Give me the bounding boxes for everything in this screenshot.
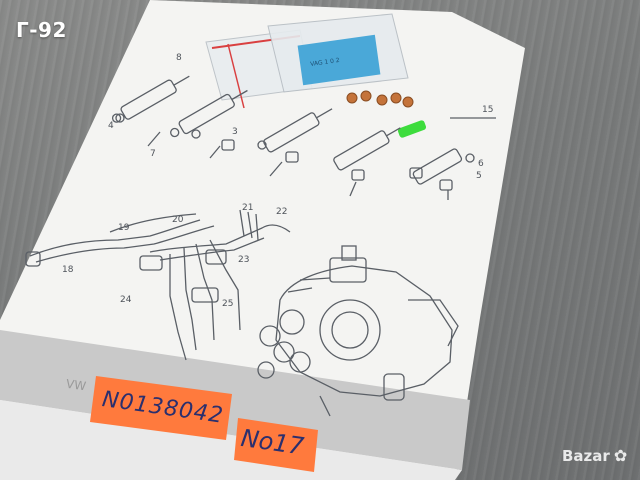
label-22: 22: [276, 207, 287, 217]
label-20: 20: [172, 215, 184, 225]
label-25: 25: [222, 299, 233, 309]
label-24: 24: [120, 295, 132, 305]
watermark-text: Bazar: [562, 446, 610, 465]
watermark: Bazar ✿: [562, 446, 627, 465]
green-clip: [397, 120, 427, 138]
label-6: 6: [478, 159, 484, 169]
leaf-icon: ✿: [613, 446, 628, 465]
sticker-number: [234, 418, 318, 472]
svg-text:VAG 1 0 2: VAG 1 0 2: [310, 57, 340, 68]
sticker-part-number: [90, 376, 232, 440]
label-19: 19: [118, 223, 130, 233]
diagram-labels: 19 20 21 22 18 23 24 25 4 5 6 7 8 3 15: [62, 53, 493, 309]
parts-bag: VAG 1 0 2: [205, 13, 414, 109]
label-3: 3: [232, 127, 238, 137]
label-4: 4: [108, 121, 114, 131]
label-15: 15: [482, 105, 493, 115]
label-7: 7: [150, 149, 156, 159]
injection-pump: [257, 245, 459, 417]
label-21: 21: [242, 203, 253, 213]
label-23: 23: [238, 255, 249, 265]
paper-gray-band: [0, 330, 470, 470]
label-18: 18: [62, 265, 74, 275]
label-8: 8: [176, 53, 182, 63]
label-5: 5: [476, 171, 482, 181]
vw-mark: VW: [65, 376, 87, 394]
corner-label: Г-92: [16, 18, 67, 42]
injector-diagram: [25, 75, 496, 417]
